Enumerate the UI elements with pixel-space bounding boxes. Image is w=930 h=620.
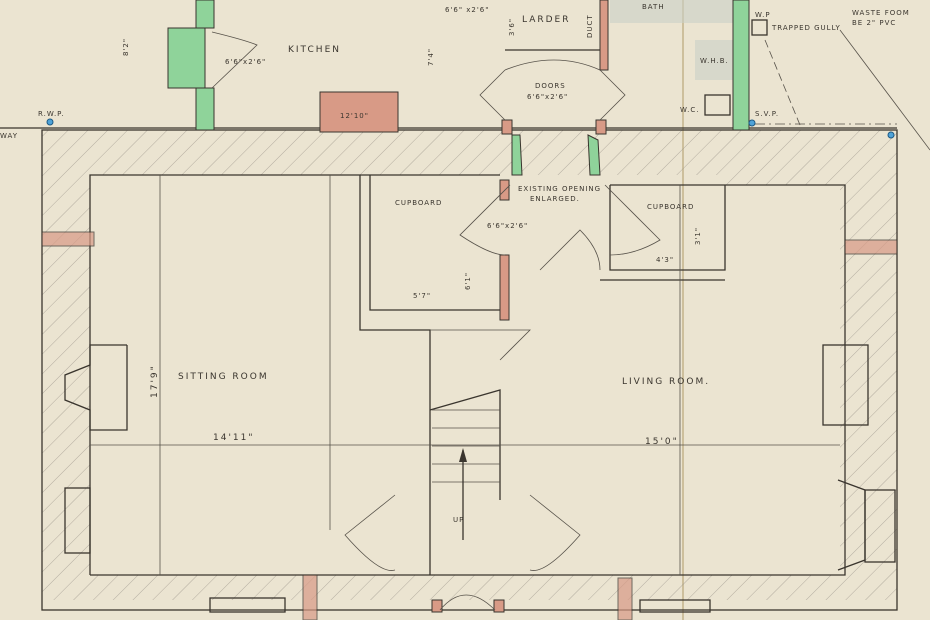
downpipe-marker (887, 131, 895, 139)
hall-door-size: 6'6"x2'6" (487, 222, 528, 230)
waste-note-line2: BE 2" PVC (852, 19, 896, 27)
kitchen-door-size: 6'6"x2'6" (225, 58, 266, 66)
kitchen-height-dim: 7'4" (427, 48, 435, 66)
fireplaces-windows (41, 175, 898, 620)
bath-label: BATH (642, 3, 665, 11)
wp-label: W.P (755, 11, 771, 19)
opening-line2: ENLARGED. (530, 195, 580, 203)
wc-label: W.C. (680, 106, 699, 114)
dim-6-1: 6'1" (464, 272, 472, 290)
svp-label: S.V.P. (755, 110, 779, 118)
svp-marker (748, 119, 756, 127)
kitchen-label: KITCHEN (288, 45, 341, 55)
stairs-up-label: UP (453, 516, 464, 524)
labels: KITCHEN 6'6"x2'6" 7'4" 8'2" 6'6" x2'6" 1… (0, 3, 910, 524)
rwp-marker (46, 118, 54, 126)
kitchen-left-dim: 8'2" (122, 38, 130, 56)
larder-label: LARDER (522, 15, 571, 25)
flue-right (844, 239, 898, 255)
rear-annex (0, 0, 930, 151)
doors-size: 6'6"x2'6" (527, 93, 568, 101)
chimney-dim: 12'10" (340, 112, 369, 120)
outer-walls (41, 129, 898, 611)
doors-label: DOORS (535, 82, 566, 90)
waste-note-line1: WASTE FOOM (852, 9, 910, 17)
way-label: WAY (0, 132, 18, 140)
dim-5-7: 5'7" (413, 292, 431, 300)
sitting-room-depth: 17'9" (150, 364, 160, 398)
sitting-room-label: SITTING ROOM (178, 372, 269, 382)
trapped-gully-label: TRAPPED GULLY (771, 24, 841, 32)
living-room-width: 15'0" (645, 437, 679, 447)
larder-dim: 3'6" (508, 18, 516, 36)
top-door-size: 6'6" x2'6" (445, 6, 489, 14)
cupboard-left-label: CUPBOARD (395, 199, 442, 207)
rwp-label: R.W.P. (38, 110, 65, 118)
whb-label: W.H.B. (700, 57, 729, 65)
flue-left (41, 231, 95, 247)
living-room-label: LIVING ROOM. (622, 377, 710, 387)
sitting-room-width: 14'11" (213, 433, 255, 443)
opening-line1: EXISTING OPENING (518, 185, 601, 193)
dim-4-3: 4'3" (656, 256, 674, 264)
hall-cupboards (344, 134, 726, 613)
dim-3-1: 3'1" (694, 227, 702, 245)
cupboard-right-label: CUPBOARD (647, 203, 694, 211)
duct-label: DUCT (586, 14, 594, 38)
